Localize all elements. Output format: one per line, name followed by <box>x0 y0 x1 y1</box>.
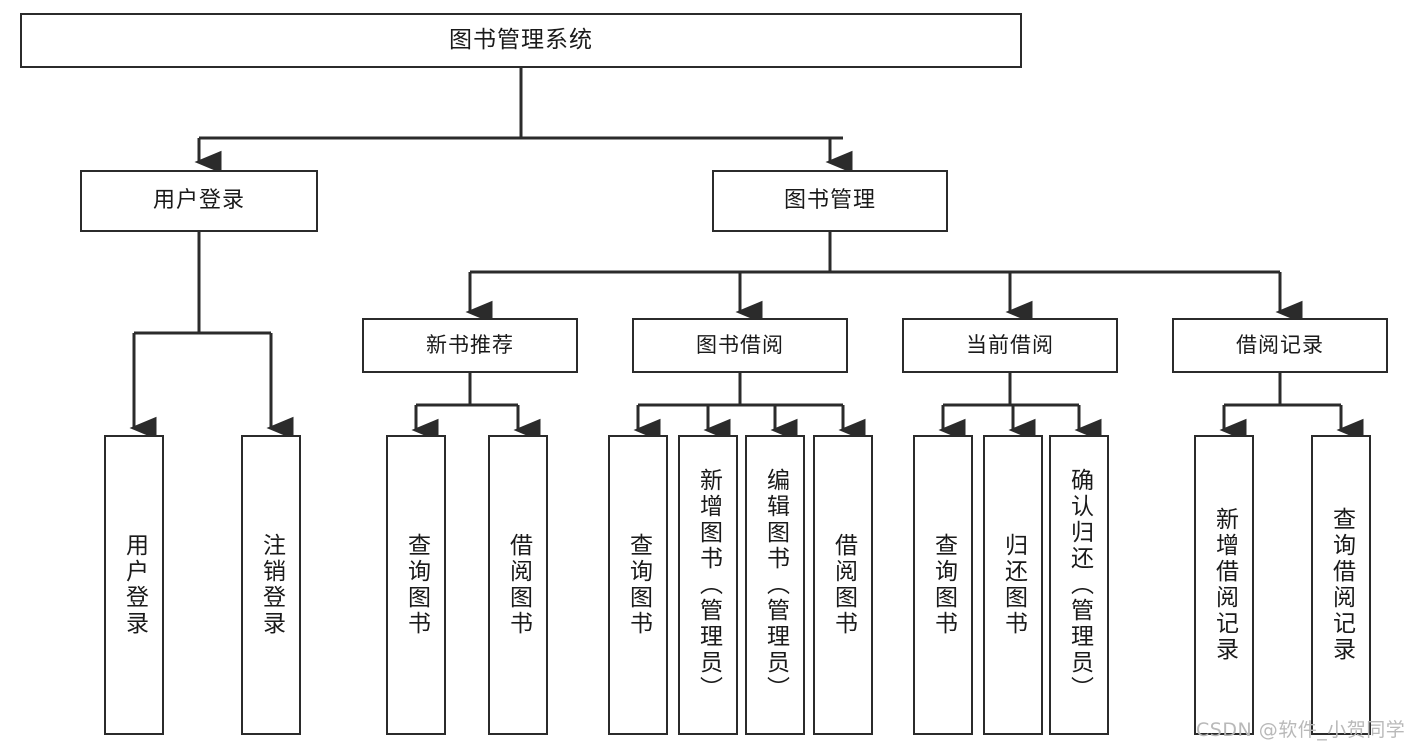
node-label: 查询图书 <box>403 533 430 637</box>
node-leaf-confirm-return[interactable]: 确认归还（管理员） <box>1049 435 1109 735</box>
node-label: 用户登录 <box>152 187 245 213</box>
csdn-watermark: CSDN @软件_小贺同学 <box>1196 719 1405 741</box>
node-root-book-management-system[interactable]: 图书管理系统 <box>20 13 1022 68</box>
node-leaf-add-book[interactable]: 新增图书（管理员） <box>678 435 738 735</box>
node-leaf-return-book[interactable]: 归还图书 <box>983 435 1043 735</box>
node-new-book-recommend[interactable]: 新书推荐 <box>362 318 578 373</box>
node-leaf-query-book-current[interactable]: 查询图书 <box>913 435 973 735</box>
node-label: 查询图书 <box>625 533 652 637</box>
node-label: 图书管理 <box>783 187 876 213</box>
node-label: 当前借阅 <box>966 332 1054 357</box>
node-label: 借阅记录 <box>1236 332 1324 357</box>
node-label: 图书管理系统 <box>449 26 593 53</box>
node-leaf-logout-login[interactable]: 注销登录 <box>241 435 301 735</box>
node-leaf-edit-book[interactable]: 编辑图书（管理员） <box>745 435 805 735</box>
node-label: 图书借阅 <box>696 332 784 357</box>
node-label: 编辑图书（管理员） <box>762 468 789 702</box>
node-leaf-user-login[interactable]: 用户登录 <box>104 435 164 735</box>
node-leaf-query-book-recommend[interactable]: 查询图书 <box>386 435 446 735</box>
node-book-borrow[interactable]: 图书借阅 <box>632 318 848 373</box>
node-label: 新增图书（管理员） <box>695 468 722 702</box>
node-label: 用户登录 <box>121 533 148 637</box>
node-leaf-query-book-borrow[interactable]: 查询图书 <box>608 435 668 735</box>
node-label: 归还图书 <box>1000 533 1027 637</box>
node-book-manage[interactable]: 图书管理 <box>712 170 948 232</box>
node-current-borrow[interactable]: 当前借阅 <box>902 318 1118 373</box>
node-leaf-borrow-book[interactable]: 借阅图书 <box>813 435 873 735</box>
node-leaf-add-borrow-record[interactable]: 新增借阅记录 <box>1194 435 1254 735</box>
node-label: 查询借阅记录 <box>1328 507 1355 663</box>
node-label: 注销登录 <box>258 533 285 637</box>
node-label: 确认归还（管理员） <box>1066 468 1093 702</box>
node-leaf-borrow-book-recommend[interactable]: 借阅图书 <box>488 435 548 735</box>
node-label: 查询图书 <box>930 533 957 637</box>
node-label: 借阅图书 <box>505 533 532 637</box>
node-user-login[interactable]: 用户登录 <box>80 170 318 232</box>
node-label: 新书推荐 <box>426 332 514 357</box>
node-label: 借阅图书 <box>830 533 857 637</box>
node-leaf-query-borrow-record[interactable]: 查询借阅记录 <box>1311 435 1371 735</box>
node-borrow-record[interactable]: 借阅记录 <box>1172 318 1388 373</box>
node-label: 新增借阅记录 <box>1211 507 1238 663</box>
